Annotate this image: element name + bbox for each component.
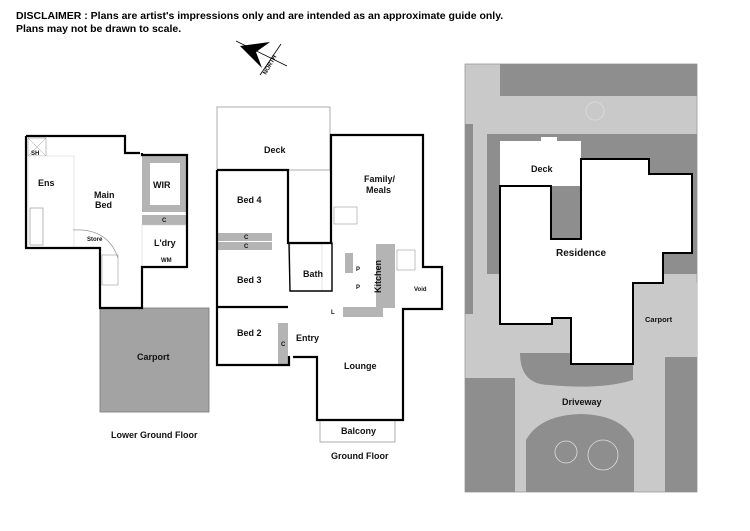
disclaimer-line-1: DISCLAIMER : Plans are artist's impressi… [16, 10, 504, 22]
cupboard-3-label: C [281, 342, 286, 348]
room-void: Void [414, 287, 427, 293]
washing-machine-label: WM [161, 258, 172, 264]
room-wir: WIR [153, 180, 171, 190]
cupboard-1-label: C [244, 235, 249, 241]
disclaimer: DISCLAIMER : Plans are artist's impressi… [16, 10, 503, 36]
site-plan: Deck Residence Carport Driveway [464, 63, 698, 493]
linen-label: L [331, 310, 335, 316]
room-bed-3: Bed 3 [237, 275, 262, 285]
room-bath: Bath [303, 269, 323, 279]
north-arrow-icon: NORTH [235, 40, 288, 76]
site-residence: Residence [556, 248, 606, 259]
pantry-2-label: P [356, 285, 360, 291]
room-bed-2: Bed 2 [237, 328, 262, 338]
room-balcony: Balcony [341, 426, 376, 436]
room-family-line1: Family/ [364, 174, 396, 184]
lower-carport [99, 307, 210, 413]
ground-floor-plan: Deck Bed 4 C C Bed 3 Bath Kitchen P P L … [215, 106, 444, 461]
room-main-bed-line2: Bed [95, 200, 112, 210]
room-main-bed-line1: Main [94, 190, 115, 200]
ground-floor-title: Ground Floor [331, 451, 389, 461]
room-laundry: L'dry [154, 238, 176, 248]
room-bed-4: Bed 4 [237, 195, 262, 205]
room-kitchen: Kitchen [373, 260, 383, 293]
north-label: NORTH [263, 55, 279, 76]
cupboard-label: C [162, 218, 167, 224]
lower-ground-floor-title: Lower Ground Floor [111, 430, 198, 440]
room-entry: Entry [296, 333, 319, 343]
room-ens: Ens [38, 178, 55, 188]
room-deck: Deck [264, 145, 287, 155]
site-deck: Deck [531, 164, 554, 174]
room-lounge: Lounge [344, 361, 377, 371]
site-carport: Carport [645, 315, 673, 324]
shower-label: SH [31, 151, 39, 157]
cupboard-2-label: C [244, 244, 249, 250]
room-store: Store [87, 237, 103, 243]
lower-ground-floor-plan: SH Ens Main Bed WIR C L'dry WM Store Car… [24, 134, 210, 440]
room-family-line2: Meals [366, 185, 391, 195]
pantry-1-label: P [356, 267, 360, 273]
room-carport: Carport [137, 352, 170, 362]
disclaimer-line-2: Plans may not be drawn to scale. [16, 23, 182, 35]
site-driveway: Driveway [562, 397, 602, 407]
